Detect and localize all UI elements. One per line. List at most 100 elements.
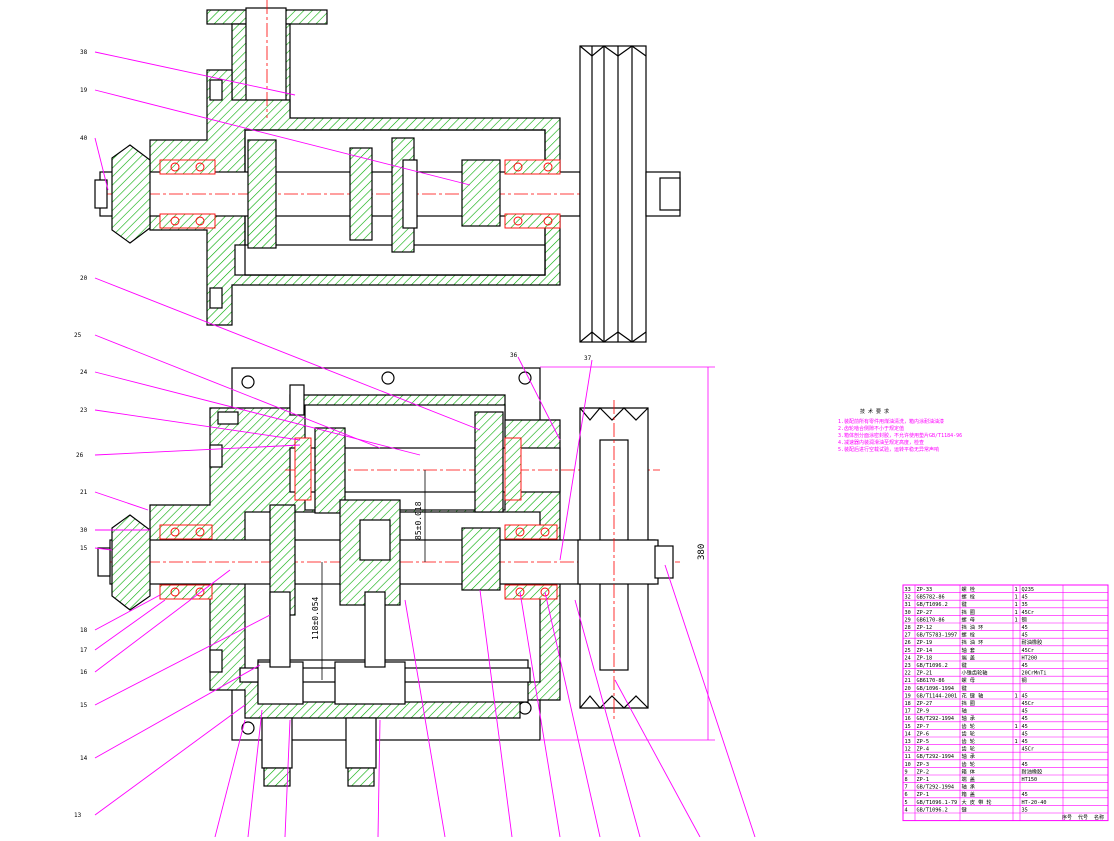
bom-cell-name: 螺 栓 (962, 593, 976, 601)
bom-cell-material: 45Cr (1022, 648, 1035, 654)
callout-numbers: 38 19 40 20 25 24 23 26 21 30 15 18 17 1… (74, 49, 592, 819)
bom-cell-material: 钢 (1022, 615, 1027, 623)
bom-cell-no: 16 (905, 716, 911, 722)
bom-cell-code: ZP-3 (917, 762, 930, 768)
bom-cell-name: 螺 栓 (962, 631, 976, 639)
bom-cell-name: 齿 轮 (962, 745, 976, 753)
bom-cell-no: 28 (905, 625, 911, 631)
bom-cell-name: 轴 套 (962, 646, 976, 654)
callout-top-1: 38 (80, 49, 88, 56)
bom-cell-no: 30 (905, 610, 911, 616)
callout-front-2: 24 (80, 369, 88, 376)
bom-cell-no: 9 (905, 769, 908, 775)
bom-cell-name: 螺 母 (962, 676, 976, 684)
bom-cell-no: 19 (905, 693, 911, 699)
bom-cell-code: GB/T292-1994 (917, 716, 954, 722)
bom-cell-code: GB/T292-1994 (917, 754, 954, 760)
dim-height-label: 380 (697, 544, 707, 560)
bom-cell-code: ZP-12 (917, 625, 933, 631)
bom-cell-name: 大 皮 带 轮 (962, 798, 992, 806)
bom-cell-material: HT200 (1022, 655, 1038, 661)
callout-front-11: 15 (80, 702, 88, 709)
leader-lines (94, 51, 756, 838)
bom-cell-material: 45 (1022, 762, 1028, 768)
bom-cell-name: 挡 油 环 (962, 638, 984, 646)
bom-cell-code: ZP-2 (917, 769, 930, 775)
callout-front-13: 13 (74, 812, 82, 819)
bom-cell-code: ZP-7 (917, 724, 930, 730)
bom-cell-no: 22 (905, 671, 911, 677)
bom-cell-code: GB/T1096.2 (917, 807, 948, 813)
bom-cell-no: 15 (905, 724, 911, 730)
bom-cell-no: 31 (905, 602, 911, 608)
bom-cell-material: HT-20-40 (1022, 800, 1047, 806)
bom-cell-name: 齿 轮 (962, 760, 976, 768)
bom-cell-name: 轴 承 (962, 783, 976, 791)
bom-cell-code: ZP-14 (917, 648, 933, 654)
bom-cell-material: 45Cr (1022, 701, 1035, 707)
callout-front-12: 14 (80, 755, 88, 762)
bom-cell-no: 8 (905, 777, 908, 783)
tech-note-line: 4.减速器内装润滑油至规定高度，检查 (838, 439, 924, 446)
bom-cell-no: 4 (905, 807, 908, 813)
bom-cell-name: 键 (962, 684, 967, 692)
bom-cell-material: 45Cr (1022, 610, 1035, 616)
bom-cell-no: 11 (905, 754, 911, 760)
bom-cell-code: ZP-5 (917, 739, 930, 745)
bom-cell-material: 35 (1022, 807, 1028, 813)
bom-cell-code: ZP-6 (917, 731, 930, 737)
bom-cell-no: 23 (905, 663, 911, 669)
bom-cell-name: 花 键 轴 (962, 691, 984, 699)
callout-front-top-1: 36 (510, 352, 518, 359)
bom-cell-name: 齿 轮 (962, 722, 976, 730)
dim-center-distance-label: 85±0.018 (414, 501, 423, 540)
bom-cell-material: 35 (1022, 602, 1028, 608)
bom-cell-code: ZP-9 (917, 709, 930, 715)
bom-cell-qty: 1 (1015, 739, 1018, 745)
tech-note-line: 5.装配后进行空载试验，运转平稳无异常声响 (838, 446, 939, 453)
bom-cell-code: ZP-27 (917, 610, 933, 616)
bom-cell-material: Q235 (1022, 587, 1035, 593)
bom-cell-no: 12 (905, 747, 911, 753)
bom-cell-no: 24 (905, 655, 911, 661)
bom-cell-material: 20CrMnTi (1022, 671, 1047, 677)
bom-cell-qty: 1 (1015, 587, 1018, 593)
bom-cell-qty: 1 (1015, 724, 1018, 730)
bom-cell-material: 45 (1022, 693, 1028, 699)
bom-cell-code: GB/T5783-1997 (917, 633, 958, 639)
bom-cell-code: GB/1096-1994 (917, 686, 954, 692)
callout-front-top-2: 37 (584, 355, 592, 362)
bom-cell-no: 13 (905, 739, 911, 745)
bom-cell-no: 5 (905, 800, 908, 806)
bom-cell-code: ZP-18 (917, 655, 933, 661)
tech-note-line: 1.装配前所有零件用煤油清洗，箱内涂耐油油漆 (838, 418, 944, 425)
top-gear-1 (247, 139, 277, 249)
callout-front-10: 16 (80, 669, 88, 676)
bom-cell-code: GB/T292-1994 (917, 785, 954, 791)
bom-cell-no: 20 (905, 686, 911, 692)
bom-cell-no: 32 (905, 595, 911, 601)
bom-cell-no: 6 (905, 792, 908, 798)
bom-cell-material: 45 (1022, 739, 1028, 745)
tech-note-line: 3.箱体剖分面涂密封胶，不允许使用垫片GB/T1184-96 (838, 432, 962, 439)
bom-footer-label: 序号 (1062, 814, 1072, 821)
bom-cell-name: 键 (962, 600, 967, 608)
bom-frame (902, 584, 1109, 822)
bom-cell-code: GB/T1144-2001 (917, 693, 958, 699)
callout-front-4: 26 (76, 452, 84, 459)
front-gear-a (314, 427, 346, 514)
bom-cell-material: 45 (1022, 724, 1028, 730)
callout-front-8: 18 (80, 627, 88, 634)
top-gear-2 (349, 147, 373, 241)
bom-cell-name: 轴 (962, 707, 967, 715)
bom-cell-qty: 1 (1015, 610, 1018, 616)
bom-cell-no: 26 (905, 640, 911, 646)
bom-cell-name: 端 盖 (962, 775, 976, 783)
bom-cell-material: 45 (1022, 792, 1028, 798)
bom-cell-name: 箱 盖 (962, 790, 976, 798)
bom-cell-name: 挡 油 环 (962, 623, 984, 631)
bom-cell-no: 33 (905, 587, 911, 593)
callout-front-3: 23 (80, 407, 88, 414)
bom-cell-material: 耐油橡胶 (1022, 767, 1043, 775)
